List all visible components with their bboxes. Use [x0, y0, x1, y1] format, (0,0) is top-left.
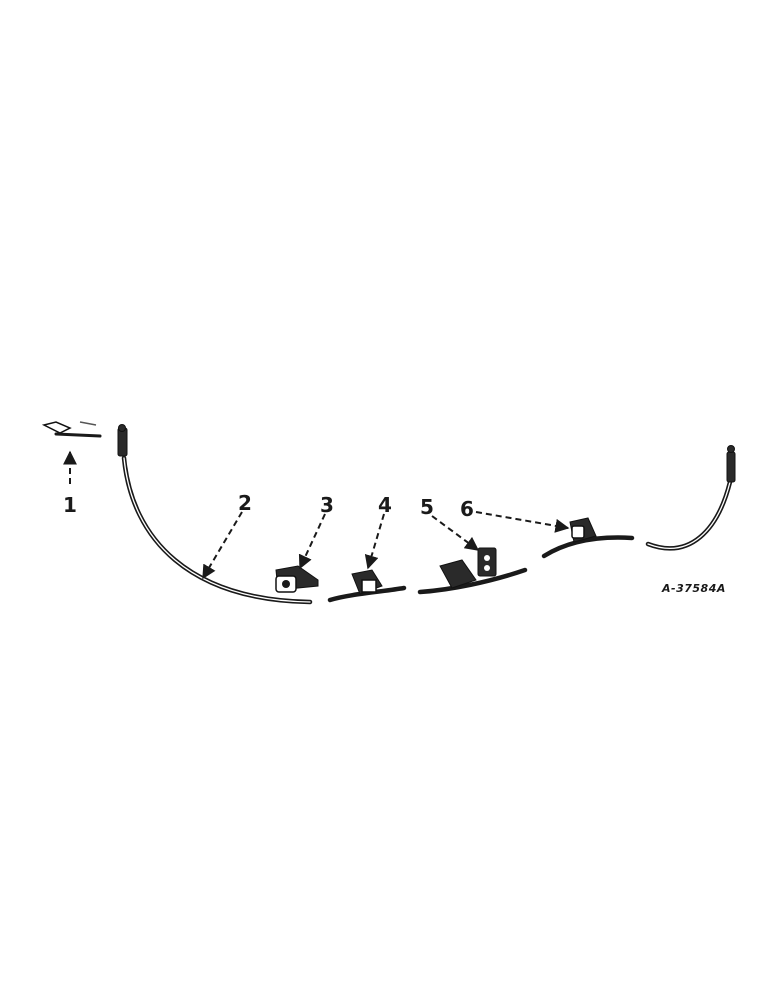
- part-3-clip: [275, 565, 319, 593]
- leader-4: [364, 513, 385, 570]
- callout-6: 6: [460, 497, 474, 521]
- callout-1: 1: [63, 493, 77, 517]
- callout-3: 3: [320, 493, 334, 517]
- part-5-bracket: [417, 547, 528, 595]
- callout-2: 2: [238, 491, 252, 515]
- leader-3: [298, 513, 326, 570]
- figure-reference: A-37584A: [661, 582, 726, 595]
- part-cable-end-right: [645, 445, 736, 551]
- leader-2: [202, 511, 243, 580]
- leader-6: [475, 511, 570, 533]
- part-4-clip: [327, 569, 407, 603]
- callout-5: 5: [420, 495, 434, 519]
- leader-5: [431, 515, 480, 551]
- part-1-pin: [41, 421, 102, 438]
- part-6-clip: [541, 517, 635, 559]
- callout-4: 4: [378, 493, 392, 517]
- part-2-cable: [117, 424, 313, 605]
